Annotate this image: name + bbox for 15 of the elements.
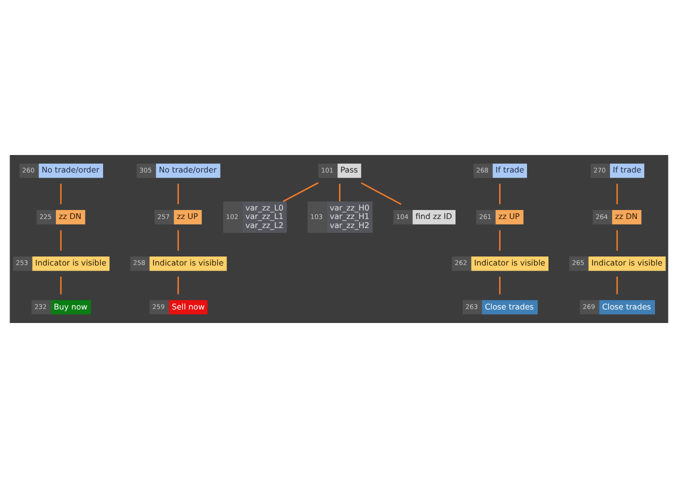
connector	[282, 182, 319, 202]
connector	[60, 276, 62, 294]
connector	[60, 230, 62, 251]
connector	[499, 230, 501, 251]
connector	[616, 230, 618, 251]
connector	[177, 184, 179, 204]
connector	[60, 184, 62, 204]
connector	[499, 276, 501, 294]
connector	[177, 276, 179, 294]
connector	[499, 184, 501, 204]
connector	[616, 184, 618, 204]
connector	[177, 230, 179, 251]
connector	[339, 184, 340, 202]
connector	[616, 276, 618, 294]
connector	[360, 182, 402, 205]
